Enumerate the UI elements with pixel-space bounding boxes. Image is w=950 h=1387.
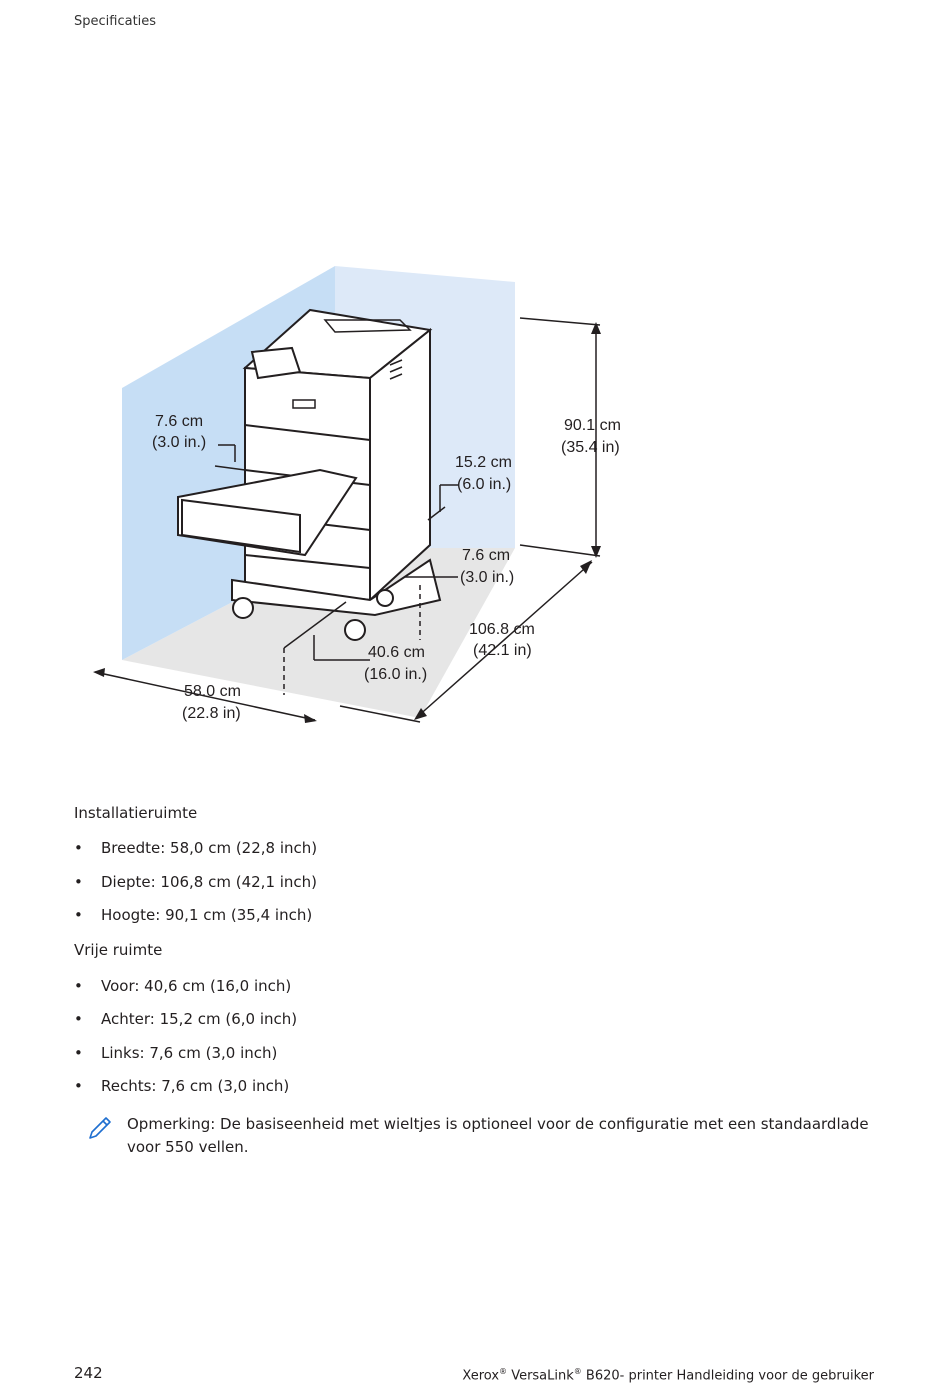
footer-product: VersaLink xyxy=(511,1368,574,1384)
depth-in: (42.1 in) xyxy=(473,642,532,659)
bullet-icon: • xyxy=(74,1010,83,1028)
bullet-icon: • xyxy=(74,1044,83,1062)
list-item-text: Rechts: 7,6 cm (3,0 inch) xyxy=(101,1077,290,1095)
bullet-icon: • xyxy=(74,1077,83,1095)
list-item: • Breedte: 58,0 cm (22,8 inch) xyxy=(74,839,317,857)
bullet-icon: • xyxy=(74,839,83,857)
footer-title: Xerox® VersaLink® B620- printer Handleid… xyxy=(462,1367,874,1383)
height-in: (35.4 in) xyxy=(561,439,620,456)
height-cm: 90.1 cm xyxy=(564,417,621,434)
right-clearance-cm: 7.6 cm xyxy=(462,547,510,564)
printer-illustration: 7.6 cm (3.0 in.) 90.1 cm (35.4 in) 15.2 … xyxy=(93,266,621,723)
bullet-icon: • xyxy=(74,977,83,995)
printer-clearance-figure: 7.6 cm (3.0 in.) 90.1 cm (35.4 in) 15.2 … xyxy=(93,266,621,723)
footer-brand: Xerox xyxy=(462,1368,500,1384)
list-item-text: Voor: 40,6 cm (16,0 inch) xyxy=(101,977,292,995)
list-item: • Hoogte: 90,1 cm (35,4 inch) xyxy=(74,906,312,924)
bullet-icon: • xyxy=(74,873,83,891)
front-clearance-in: (16.0 in.) xyxy=(364,666,427,683)
list-item-text: Hoogte: 90,1 cm (35,4 inch) xyxy=(101,906,313,924)
list-item: • Voor: 40,6 cm (16,0 inch) xyxy=(74,977,291,995)
list-item: • Rechts: 7,6 cm (3,0 inch) xyxy=(74,1077,289,1095)
left-clearance-cm: 7.6 cm xyxy=(155,413,203,430)
list-item-text: Achter: 15,2 cm (6,0 inch) xyxy=(101,1010,298,1028)
printer-body xyxy=(177,308,442,641)
list-item-text: Diepte: 106,8 cm (42,1 inch) xyxy=(101,873,318,891)
list-item: • Achter: 15,2 cm (6,0 inch) xyxy=(74,1010,297,1028)
front-clearance-cm: 40.6 cm xyxy=(368,644,425,661)
running-header: Specificaties xyxy=(74,14,157,29)
footer-rest: B620- printer Handleiding voor de gebrui… xyxy=(581,1368,874,1384)
width-cm: 58.0 cm xyxy=(184,683,241,700)
list-item-text: Breedte: 58,0 cm (22,8 inch) xyxy=(101,839,318,857)
pencil-note-icon xyxy=(86,1112,114,1144)
rear-clearance-cm: 15.2 cm xyxy=(455,454,512,471)
note-text: Opmerking: De basiseenheid met wieltjes … xyxy=(127,1115,869,1156)
list-item-text: Links: 7,6 cm (3,0 inch) xyxy=(101,1044,278,1062)
list-item: • Links: 7,6 cm (3,0 inch) xyxy=(74,1044,277,1062)
installation-title: Installatieruimte xyxy=(74,804,198,822)
rear-clearance-in: (6.0 in.) xyxy=(457,476,511,493)
page-number: 242 xyxy=(74,1364,103,1382)
depth-cm: 106.8 cm xyxy=(469,621,535,638)
registered-mark: ® xyxy=(499,1367,508,1376)
left-clearance-in: (3.0 in.) xyxy=(152,434,206,451)
clearance-title: Vrije ruimte xyxy=(74,941,163,959)
list-item: • Diepte: 106,8 cm (42,1 inch) xyxy=(74,873,317,891)
width-in: (22.8 in) xyxy=(182,705,241,722)
bullet-icon: • xyxy=(74,906,83,924)
right-clearance-in: (3.0 in.) xyxy=(460,569,514,586)
registered-mark: ® xyxy=(573,1367,582,1376)
